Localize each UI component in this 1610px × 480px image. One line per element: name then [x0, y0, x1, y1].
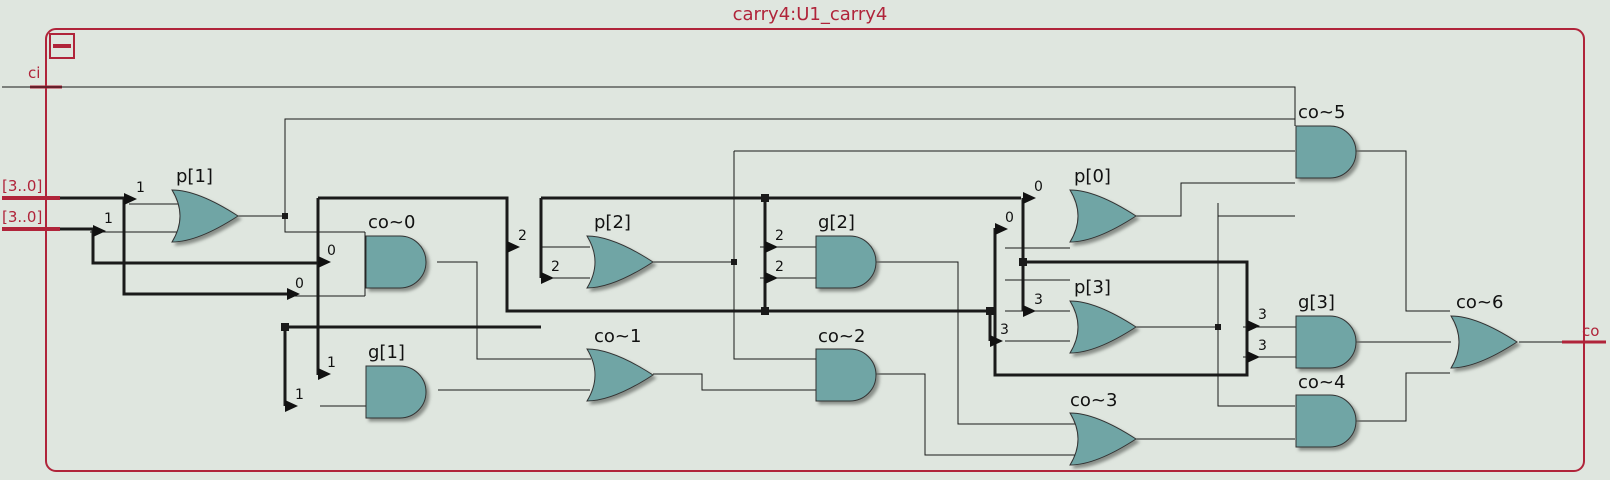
- bus-tap-arrows: [93, 192, 1260, 412]
- gate-co0-label: co~0: [368, 212, 415, 233]
- bit-label: 2: [775, 228, 784, 244]
- bit-label: 3: [1000, 322, 1009, 338]
- gate-co2-label: co~2: [818, 326, 865, 347]
- gate-g3[interactable]: [1295, 315, 1357, 369]
- bit-label: 1: [136, 180, 145, 196]
- bit-label: 3: [1258, 338, 1267, 354]
- port-co-label: co: [1582, 322, 1599, 340]
- bus-wires: [60, 196, 1249, 406]
- bit-label: 0: [295, 276, 304, 292]
- port-b-label: [3..0]: [2, 208, 42, 226]
- gate-g3-label: g[3]: [1298, 292, 1335, 313]
- bit-label: 2: [518, 228, 527, 244]
- gate-g1-label: g[1]: [368, 342, 405, 363]
- gate-co4[interactable]: [1295, 394, 1357, 448]
- gate-co3-label: co~3: [1070, 390, 1117, 411]
- module-title: carry4:U1_carry4: [733, 4, 888, 25]
- port-ci-label: ci: [28, 64, 40, 82]
- gate-p3[interactable]: [1069, 300, 1137, 354]
- gate-co6-label: co~6: [1456, 292, 1503, 313]
- bit-label: 2: [551, 259, 560, 275]
- gate-co2[interactable]: [815, 348, 877, 402]
- gate-co1-label: co~1: [594, 326, 641, 347]
- bit-label: 0: [1034, 179, 1043, 195]
- bit-label: 3: [1258, 307, 1267, 323]
- gate-p2-label: p[2]: [594, 212, 631, 233]
- port-a-label: [3..0]: [2, 177, 42, 195]
- junction-dots: [281, 194, 1221, 331]
- gate-p0[interactable]: [1069, 189, 1137, 243]
- bit-label: 1: [327, 355, 336, 371]
- bit-label: 0: [1005, 210, 1014, 226]
- bit-label: 2: [775, 259, 784, 275]
- gate-co5-label: co~5: [1298, 102, 1345, 123]
- bit-label: 1: [104, 211, 113, 227]
- gate-p1-label: p[1]: [176, 166, 213, 187]
- module-boundary[interactable]: [45, 28, 1585, 472]
- collapse-button[interactable]: [49, 33, 75, 59]
- gate-g1[interactable]: [365, 365, 427, 419]
- gate-g2[interactable]: [815, 235, 877, 289]
- thin-wires: [2, 86, 1562, 456]
- gate-co4-label: co~4: [1298, 372, 1345, 393]
- gate-p3-label: p[3]: [1074, 277, 1111, 298]
- gate-co5[interactable]: [1295, 125, 1357, 179]
- bit-label: 1: [295, 387, 304, 403]
- gate-p2[interactable]: [586, 235, 654, 289]
- gate-co1[interactable]: [586, 348, 654, 402]
- minus-box-icon[interactable]: [49, 33, 75, 59]
- gate-g2-label: g[2]: [818, 212, 855, 233]
- bit-label: 3: [1034, 292, 1043, 308]
- bit-label: 0: [327, 243, 336, 259]
- gate-co6[interactable]: [1450, 315, 1518, 369]
- gate-co0[interactable]: [365, 235, 427, 289]
- gate-co3[interactable]: [1069, 412, 1137, 466]
- gate-p1[interactable]: [171, 189, 239, 243]
- gate-p0-label: p[0]: [1074, 166, 1111, 187]
